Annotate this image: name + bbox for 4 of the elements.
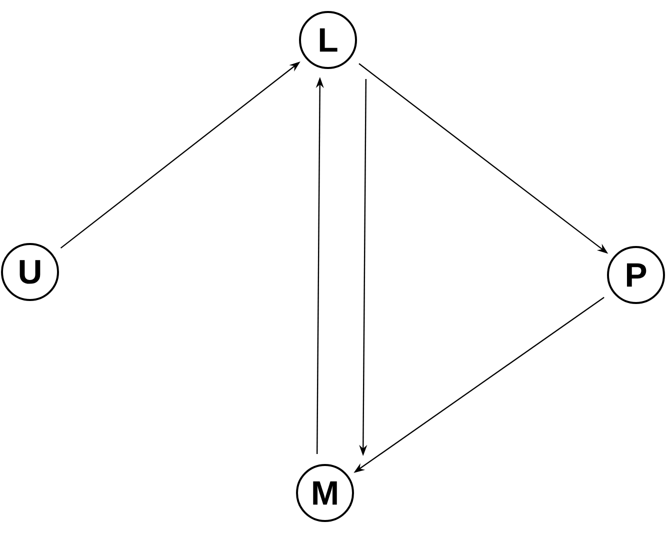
- circle-node: P: [607, 246, 665, 304]
- circle-node: L: [299, 11, 357, 69]
- circle-node: U: [1, 243, 59, 301]
- circle-node: M: [296, 464, 354, 522]
